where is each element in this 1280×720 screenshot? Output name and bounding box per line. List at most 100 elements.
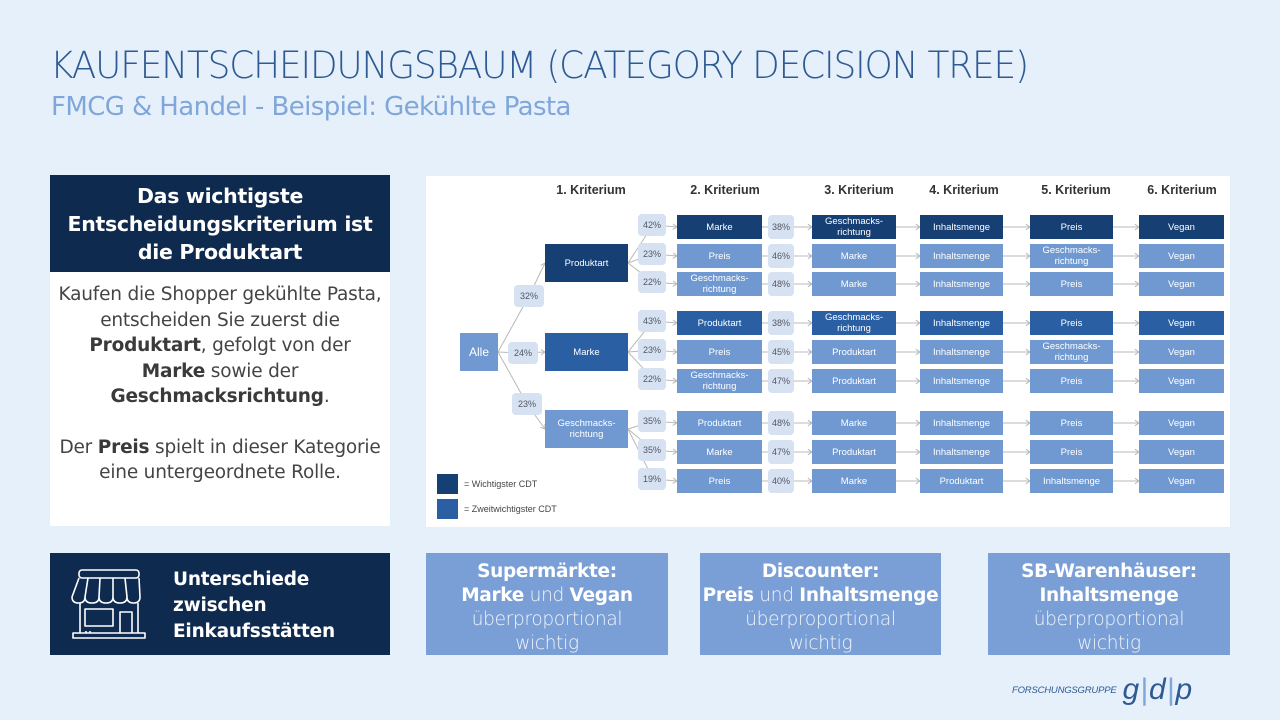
- storefront-icon: [71, 569, 146, 639]
- criterion-node: Produktart: [812, 369, 896, 393]
- criterion-node: Inhaltsmenge: [920, 340, 1003, 364]
- key-finding-body: Kaufen die Shopper gekühlte Pasta, entsc…: [50, 272, 390, 486]
- criterion-node: Inhaltsmenge: [920, 411, 1003, 435]
- intro-line: zwischen: [173, 595, 267, 616]
- criterion-node: Inhaltsmenge: [920, 440, 1003, 464]
- logo-letter: p: [1175, 673, 1194, 706]
- criterion-node: Geschmacks-richtung: [812, 311, 896, 335]
- criterion-node: Vegan: [1139, 272, 1224, 296]
- criterion-node: Preis: [677, 244, 762, 268]
- text: Der: [59, 436, 98, 458]
- share-badge: 22%: [638, 271, 666, 293]
- emphasis: Marke: [141, 360, 206, 382]
- criterion-node: Preis: [677, 340, 762, 364]
- criterion-node: Geschmacks-richtung: [812, 215, 896, 239]
- share-badge: 38%: [768, 215, 794, 239]
- share-badge: 47%: [768, 440, 794, 464]
- criterion-node: Vegan: [1139, 469, 1224, 493]
- criterion-node: Marke: [812, 244, 896, 268]
- format-description: wichtig: [1077, 633, 1141, 654]
- criterion-node: Marke: [812, 272, 896, 296]
- format-description: überproportional: [745, 609, 896, 630]
- page-title: KAUFENTSCHEIDUNGSBAUM (CATEGORY DECISION…: [50, 44, 1029, 87]
- criterion-node: Produktart: [812, 340, 896, 364]
- connector-lines: [497, 223, 1140, 485]
- share-badge: 23%: [638, 339, 666, 361]
- criterion-node: Preis: [677, 469, 762, 493]
- criterion-header: 5. Kriterium: [1041, 183, 1111, 197]
- format-key-criterion: Marke: [461, 585, 525, 606]
- format-title: SB-Warenhäuser:: [1021, 561, 1197, 582]
- criterion-header: 3. Kriterium: [824, 183, 894, 197]
- legend-swatch: [437, 499, 458, 519]
- criterion-node: Inhaltsmenge: [920, 369, 1003, 393]
- finding-paragraph-1: Kaufen die Shopper gekühlte Pasta, entsc…: [58, 282, 382, 410]
- criterion-node: Geschmacks-richtung: [1030, 340, 1113, 364]
- legend-label: = Wichtigster CDT: [464, 479, 538, 489]
- criterion-node: Geschmacks-richtung: [677, 272, 762, 296]
- criterion-node: Marke: [677, 215, 762, 239]
- format-key-criterion: Vegan: [569, 585, 634, 606]
- root-node: Alle: [460, 333, 498, 371]
- logo-mark: g|d|p: [1122, 673, 1194, 706]
- share-badge: 23%: [512, 393, 542, 415]
- criterion-node: Produktart: [545, 244, 628, 282]
- format-connector: und: [524, 585, 570, 606]
- criterion-node: Preis: [1030, 440, 1113, 464]
- store-format-supermarkets: Supermärkte: Marke und Vegan überproport…: [426, 553, 668, 655]
- criterion-node: Preis: [1030, 369, 1113, 393]
- share-badge: 32%: [514, 285, 544, 307]
- criterion-header: 6. Kriterium: [1147, 183, 1217, 197]
- legend-label: = Zweitwichtigster CDT: [464, 504, 557, 514]
- format-connector: und: [753, 585, 800, 606]
- share-badge: 45%: [768, 340, 794, 364]
- share-badge: 42%: [638, 214, 666, 236]
- criterion-node: Marke: [812, 411, 896, 435]
- share-badge: 46%: [768, 244, 794, 268]
- logo-text: FORSCHUNGSGRUPPE: [1012, 684, 1117, 696]
- share-badge: 35%: [638, 439, 666, 461]
- text: .: [323, 386, 330, 407]
- share-badge: 48%: [768, 272, 794, 296]
- share-badge: 35%: [638, 410, 666, 432]
- text: Kaufen die Shopper gekühlte Pasta, entsc…: [58, 284, 382, 331]
- intro-line: Einkaufsstätten: [173, 621, 335, 642]
- share-badge: 40%: [768, 469, 794, 493]
- share-badge: 22%: [638, 368, 666, 390]
- logo-letter: g: [1122, 673, 1141, 706]
- format-description: überproportional: [1033, 609, 1185, 630]
- legend-swatch: [437, 474, 458, 494]
- emphasis: Produktart: [89, 335, 201, 356]
- format-description: überproportional: [471, 609, 623, 630]
- key-finding-panel: Das wichtigste Entscheidungskriterium is…: [50, 175, 390, 526]
- format-title: Discounter:: [761, 561, 880, 582]
- share-badge: 23%: [638, 243, 666, 265]
- criterion-node: Preis: [1030, 311, 1113, 335]
- store-format-hypermarkets: SB-Warenhäuser: Inhaltsmenge überproport…: [988, 553, 1230, 655]
- share-badge: 43%: [638, 310, 666, 332]
- text: , gefolgt von der: [200, 335, 351, 356]
- criterion-node: Preis: [1030, 215, 1113, 239]
- criterion-header: 2. Kriterium: [690, 183, 760, 197]
- emphasis: Geschmacksrichtung: [110, 386, 324, 407]
- criterion-node: Produktart: [677, 411, 762, 435]
- emphasis: Preis: [97, 436, 150, 458]
- heading-line: die Produktart: [137, 239, 303, 264]
- share-badge: 24%: [508, 342, 538, 364]
- criterion-node: Vegan: [1139, 244, 1224, 268]
- share-badge: 48%: [768, 411, 794, 435]
- criterion-node: Inhaltsmenge: [1030, 469, 1113, 493]
- share-badge: 38%: [768, 311, 794, 335]
- format-key-criterion: Inhaltsmenge: [799, 585, 939, 606]
- criterion-node: Vegan: [1139, 369, 1224, 393]
- key-finding-heading: Das wichtigste Entscheidungskriterium is…: [50, 175, 390, 272]
- heading-line: Entscheidungskriterium ist: [67, 211, 373, 236]
- logo-letter: d: [1148, 673, 1167, 706]
- finding-paragraph-2: Der Preis spielt in dieser Kategorie ein…: [58, 435, 382, 486]
- intro-line: Unterschiede: [173, 569, 310, 590]
- criterion-node: Marke: [677, 440, 762, 464]
- store-formats-intro: Unterschiede zwischen Einkaufsstätten: [50, 553, 390, 655]
- criterion-node: Inhaltsmenge: [920, 272, 1003, 296]
- heading-line: Das wichtigste: [136, 183, 304, 208]
- criterion-node: Vegan: [1139, 215, 1224, 239]
